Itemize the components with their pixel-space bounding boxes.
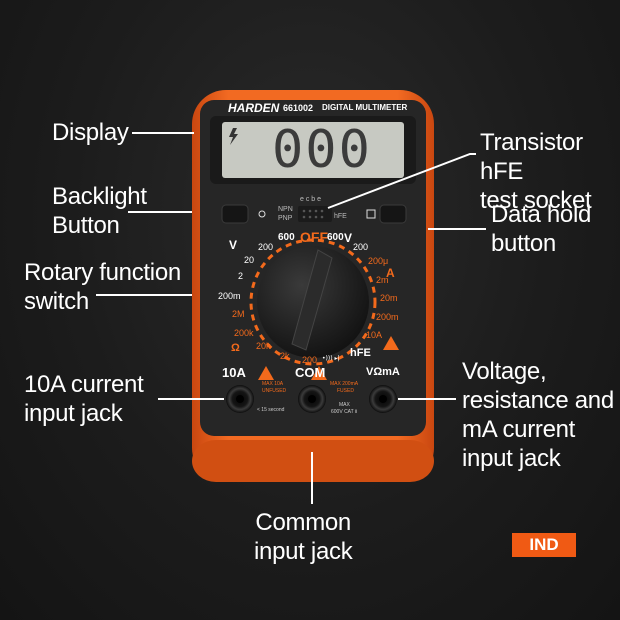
annotation-10a-jack: 10A current input jack bbox=[24, 371, 144, 427]
dial-off: OFF bbox=[300, 229, 328, 245]
warning-icon-mid bbox=[311, 366, 327, 380]
dial-ohm: Ω bbox=[231, 342, 240, 354]
warn-mid-4: 600V CAT Ⅱ bbox=[331, 409, 358, 415]
jack-com-label: COM bbox=[295, 365, 326, 380]
ind-badge: IND bbox=[512, 533, 576, 557]
dial-v-dc: V bbox=[229, 238, 238, 252]
annotation-rotary: Rotary function switch bbox=[24, 259, 181, 315]
warn-left-2: UNFUSED bbox=[262, 388, 287, 394]
dial-ring bbox=[249, 238, 377, 366]
dial-hfe: hFE bbox=[350, 347, 371, 359]
dial-a-200u: 200μ bbox=[368, 256, 389, 266]
brand-label: HARDEN bbox=[228, 101, 280, 115]
annotation-common-jack: Common input jack bbox=[254, 509, 353, 565]
leader-10a bbox=[158, 398, 224, 400]
dial-r-200k: 200k bbox=[234, 328, 254, 338]
jack-vohm-label: VΩmA bbox=[366, 366, 400, 378]
knob-pointer bbox=[291, 249, 333, 351]
annotation-voltage-jack: Voltage, resistance and mA current input… bbox=[462, 358, 614, 472]
annotation-data-hold: Data hold button bbox=[491, 201, 592, 257]
dial-a-200m: 200m bbox=[376, 312, 399, 322]
dial-v-ac-600: 600 bbox=[327, 232, 344, 243]
lcd-reading: 000 bbox=[272, 120, 372, 180]
backlight-button bbox=[221, 204, 249, 224]
dial-r-20k: 20k bbox=[256, 341, 271, 351]
dial-v-200m: 200m bbox=[218, 291, 241, 301]
warn-mid-1: MAX 200mA bbox=[330, 381, 359, 387]
warning-icon-left bbox=[258, 366, 274, 380]
dial-r-200: 200 bbox=[302, 355, 318, 365]
dial-r-2k: 2k bbox=[280, 351, 290, 361]
socket-hfe-label: hFE bbox=[334, 213, 347, 220]
annotation-display: Display bbox=[52, 119, 129, 146]
annotation-backlight: Backlight Button bbox=[52, 183, 147, 239]
dial-diode: •))) ▸| bbox=[322, 355, 340, 362]
socket-npn-label: NPN bbox=[278, 206, 293, 213]
backlight-icon bbox=[258, 210, 266, 218]
dial-v-ac-200: 200 bbox=[353, 242, 369, 252]
warn-left-3: < 15 second bbox=[257, 407, 285, 413]
hfe-socket bbox=[298, 206, 332, 222]
socket-pnp-label: PNP bbox=[278, 215, 293, 222]
leader-common bbox=[311, 452, 313, 504]
dial-v-ac: V bbox=[344, 231, 353, 245]
dial-a-2m: 2m bbox=[376, 275, 389, 285]
warn-left-1: MAX 10A bbox=[262, 381, 284, 387]
dial-v-2: 2 bbox=[238, 271, 244, 281]
warn-mid-2: FUSED bbox=[337, 388, 354, 394]
socket-pins-label: e c b e bbox=[300, 196, 322, 203]
device-title: DIGITAL MULTIMETER bbox=[322, 103, 408, 112]
warning-icon-right bbox=[383, 336, 399, 350]
dial-r-2m: 2M bbox=[232, 309, 245, 319]
dial-v-dc-200: 200 bbox=[258, 242, 274, 252]
dial-a-10a: 10A bbox=[366, 330, 383, 340]
jack-10a-label: 10A bbox=[222, 365, 246, 380]
model-label: 661002 bbox=[283, 103, 314, 113]
lcd-lightning-icon bbox=[229, 128, 238, 145]
hold-icon bbox=[366, 209, 376, 219]
leader-data-hold bbox=[428, 228, 486, 230]
dial-v-dc-600: 600 bbox=[278, 232, 295, 243]
warn-mid-3: MAX bbox=[339, 402, 350, 408]
leader-rotary bbox=[96, 294, 192, 296]
annotation-transistor: Transistor hFE test socket bbox=[480, 129, 592, 214]
leader-voltage bbox=[398, 398, 456, 400]
dial-a: A bbox=[386, 266, 395, 280]
dial-a-20m: 20m bbox=[380, 293, 398, 303]
leader-display bbox=[132, 132, 194, 134]
dial-v-20: 20 bbox=[244, 255, 255, 265]
leader-backlight bbox=[128, 211, 192, 213]
